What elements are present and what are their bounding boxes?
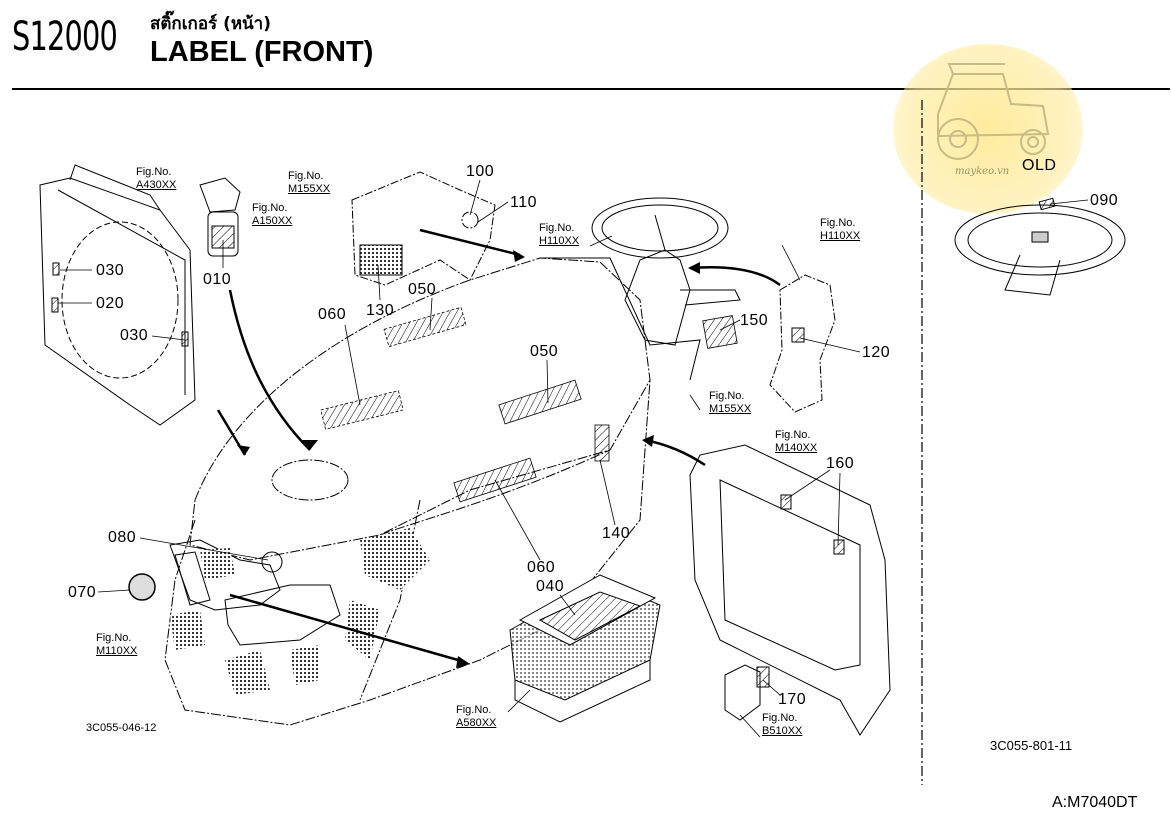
front-grille <box>169 539 341 646</box>
camo-decals <box>170 528 430 695</box>
decal-140 <box>594 424 610 462</box>
header-rule <box>12 88 1170 90</box>
drawing-number-left: 3C055-046-12 <box>86 722 157 734</box>
hood <box>164 257 651 726</box>
old-steering-wheel <box>954 197 1126 296</box>
part-030-lower: 030 <box>120 327 149 344</box>
part-050-side: 050 <box>530 343 559 360</box>
decal-050-top <box>383 306 467 348</box>
radiator-shroud <box>39 164 196 426</box>
part-110: 110 <box>510 194 538 211</box>
decal-150 <box>702 315 738 349</box>
watermark-badge <box>893 44 1083 214</box>
old-label: OLD <box>1022 157 1057 174</box>
page-title: LABEL (FRONT) <box>150 36 374 68</box>
emblem-070 <box>128 573 156 601</box>
fig-ref-m140: Fig.No.M140XX <box>775 429 818 454</box>
fig-ref-a430: Fig.No.A430XX <box>136 166 177 191</box>
drawing-number-right: 3C055-801-11 <box>990 738 1073 753</box>
leader-lines <box>58 179 1089 738</box>
relay-170 <box>724 664 770 721</box>
part-090: 090 <box>1090 192 1119 209</box>
part-030-upper: 030 <box>96 262 125 279</box>
part-060-side: 060 <box>527 559 556 576</box>
part-070: 070 <box>68 584 97 601</box>
fig-ref-m155-top: Fig.No.M155XX <box>288 170 331 195</box>
part-060-top: 060 <box>318 306 347 323</box>
fig-ref-h110-wheel: Fig.No.H110XX <box>539 222 580 247</box>
fig-ref-a580: Fig.No.A580XX <box>456 704 497 729</box>
part-020: 020 <box>96 295 125 312</box>
page-reference: A:M7040DT <box>1052 794 1138 811</box>
part-160: 160 <box>826 455 855 472</box>
fuel-filter <box>199 177 241 257</box>
tractor-watermark-icon <box>937 63 1050 160</box>
part-100: 100 <box>466 163 495 180</box>
arrow-heads <box>237 250 700 668</box>
part-010: 010 <box>203 271 232 288</box>
fig-ref-m110: Fig.No.M110XX <box>96 632 138 657</box>
emblem-080 <box>261 551 283 573</box>
model-code: S12000 <box>12 14 118 60</box>
part-140: 140 <box>602 525 631 542</box>
part-170: 170 <box>778 691 807 708</box>
part-150: 150 <box>740 312 769 329</box>
part-080: 080 <box>108 529 137 546</box>
decal-050-side <box>498 379 582 425</box>
pointer-arrows <box>216 228 781 664</box>
dash-cover <box>351 171 496 286</box>
fig-ref-a150: Fig.No.A150XX <box>252 202 293 227</box>
part-120: 120 <box>862 344 891 361</box>
steering-wheel <box>540 197 741 381</box>
decal-060-top <box>320 390 404 430</box>
panel-frame <box>689 444 891 736</box>
part-040: 040 <box>536 578 565 595</box>
part-130: 130 <box>366 302 395 319</box>
fig-ref-h110-cover: Fig.No.H110XX <box>820 217 861 242</box>
thai-title: สติ๊กเกอร์ (หน้า) <box>150 14 271 34</box>
fig-ref-b510: Fig.No.B510XX <box>762 712 803 737</box>
fig-ref-m155-side: Fig.No.M155XX <box>709 390 752 415</box>
part-050-top: 050 <box>408 281 437 298</box>
battery <box>509 574 661 723</box>
watermark-text: maykeo.vn <box>955 166 1010 177</box>
